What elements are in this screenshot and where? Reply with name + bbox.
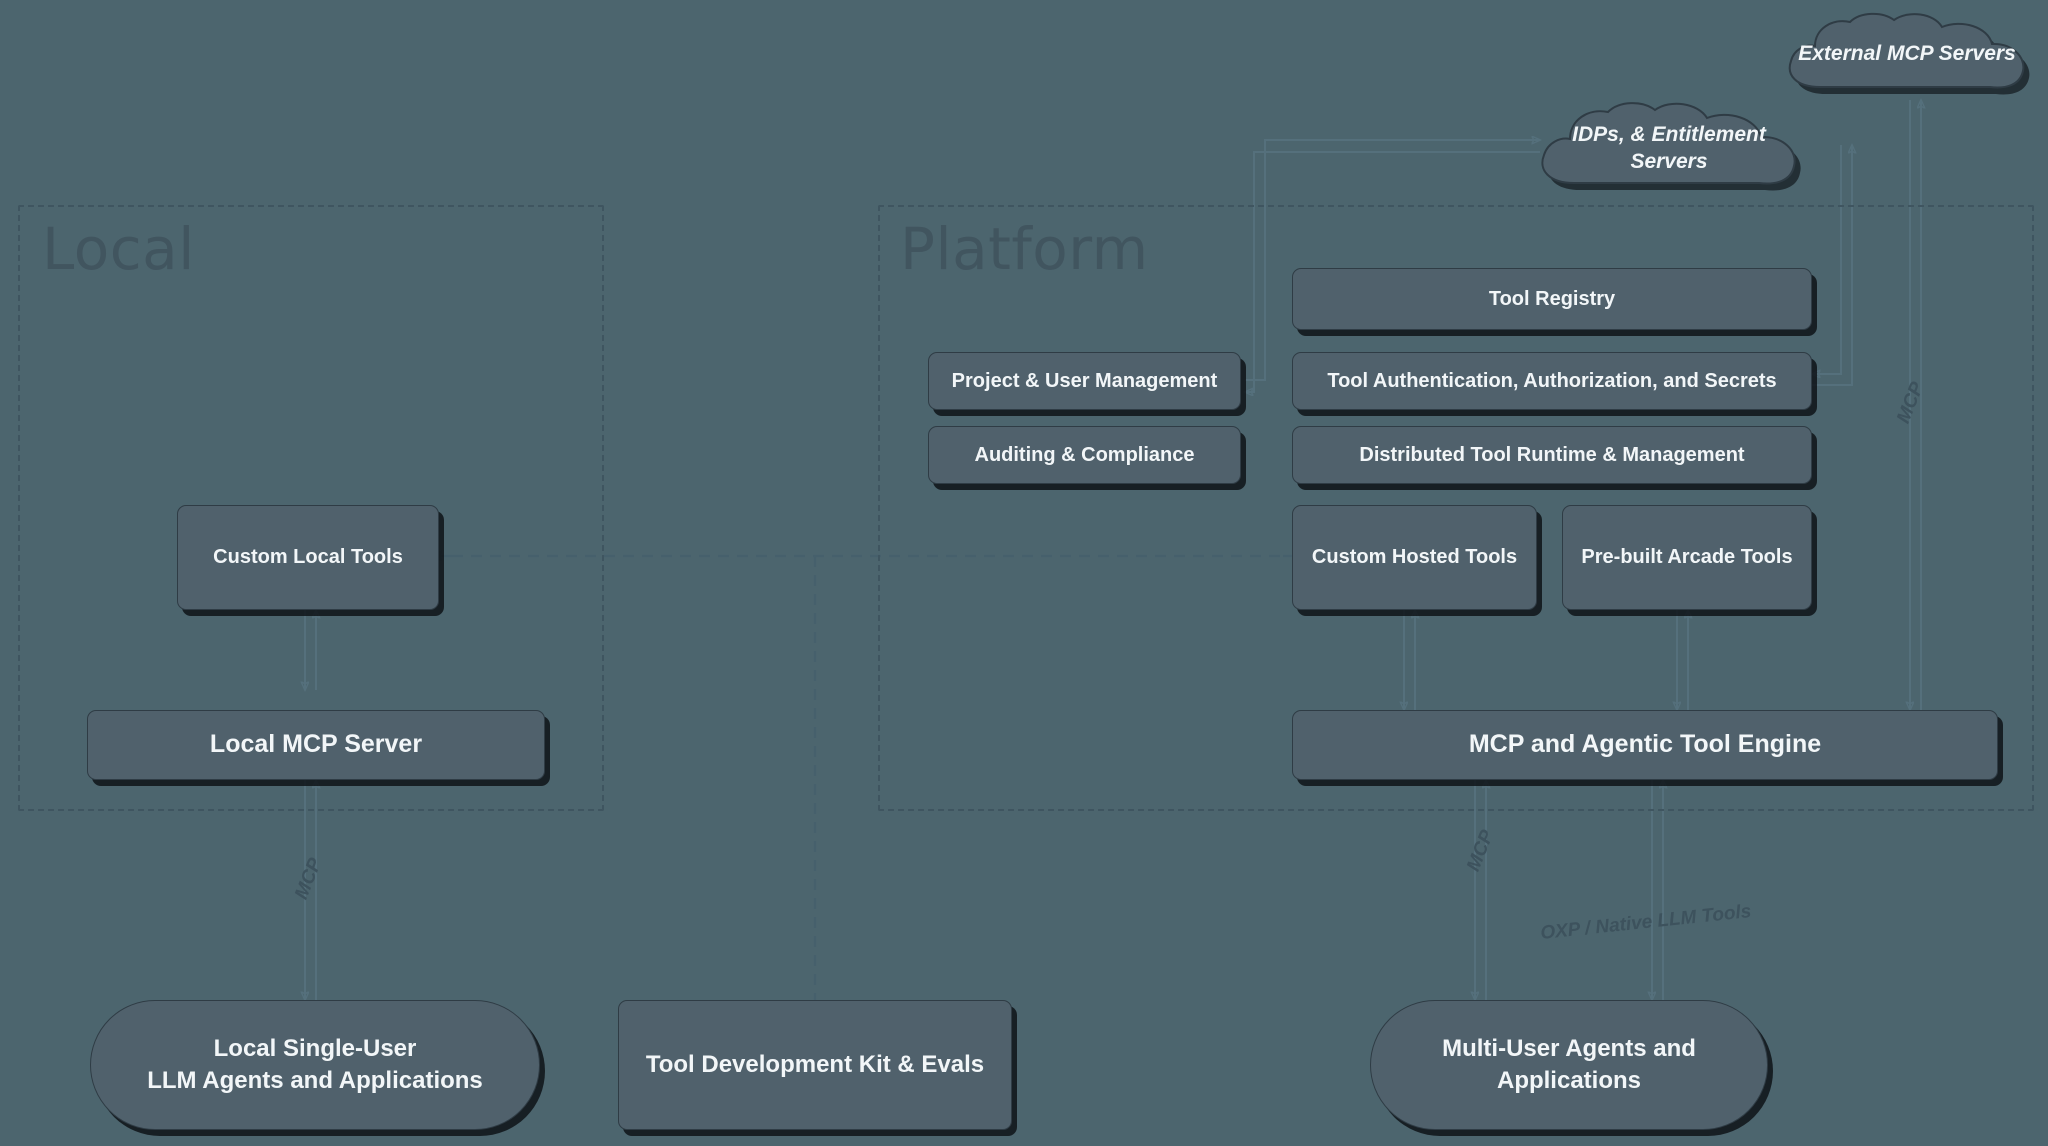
node-multi-user-agents[interactable]: Multi-User Agents and Applications: [1370, 1000, 1768, 1130]
node-tool-development-kit[interactable]: Tool Development Kit & Evals: [618, 1000, 1012, 1130]
edge-label-mcp-platform: MCP: [1463, 827, 1499, 875]
node-local-mcp-server[interactable]: Local MCP Server: [87, 710, 545, 780]
node-prebuilt-arcade-tools[interactable]: Pre-built Arcade Tools: [1562, 505, 1812, 610]
cloud-external-mcp-servers[interactable]: External MCP Servers: [1778, 8, 2036, 100]
edge-label-mcp-local: MCP: [291, 855, 327, 903]
cloud-idps-entitlement-servers[interactable]: IDPs, & Entitlement Servers: [1530, 98, 1808, 198]
zone-platform: [878, 205, 2034, 811]
node-tool-registry[interactable]: Tool Registry: [1292, 268, 1812, 330]
node-auditing-compliance[interactable]: Auditing & Compliance: [928, 426, 1241, 484]
zone-local-label: Local: [42, 215, 195, 283]
node-local-single-user-agents-label: Local Single-User LLM Agents and Applica…: [147, 1034, 483, 1094]
cloud-external-mcp-servers-label: External MCP Servers: [1798, 42, 2016, 66]
node-tool-authentication-authorization-secrets[interactable]: Tool Authentication, Authorization, and …: [1292, 352, 1812, 410]
node-mcp-agentic-tool-engine[interactable]: MCP and Agentic Tool Engine: [1292, 710, 1998, 780]
edge-label-oxp-native-llm-tools: OXP / Native LLM Tools: [1539, 900, 1753, 945]
node-local-single-user-agents[interactable]: Local Single-User LLM Agents and Applica…: [90, 1000, 540, 1130]
zone-local: [18, 205, 604, 811]
cloud-idps-entitlement-servers-label: IDPs, & Entitlement Servers: [1572, 122, 1766, 173]
node-distributed-tool-runtime-management[interactable]: Distributed Tool Runtime & Management: [1292, 426, 1812, 484]
node-custom-local-tools[interactable]: Custom Local Tools: [177, 505, 439, 610]
node-custom-hosted-tools[interactable]: Custom Hosted Tools: [1292, 505, 1537, 610]
cloud-shape-icon: [1541, 102, 1801, 191]
node-project-user-management[interactable]: Project & User Management: [928, 352, 1241, 410]
cloud-shape-icon: [1788, 12, 2030, 95]
zone-platform-label: Platform: [900, 215, 1149, 283]
